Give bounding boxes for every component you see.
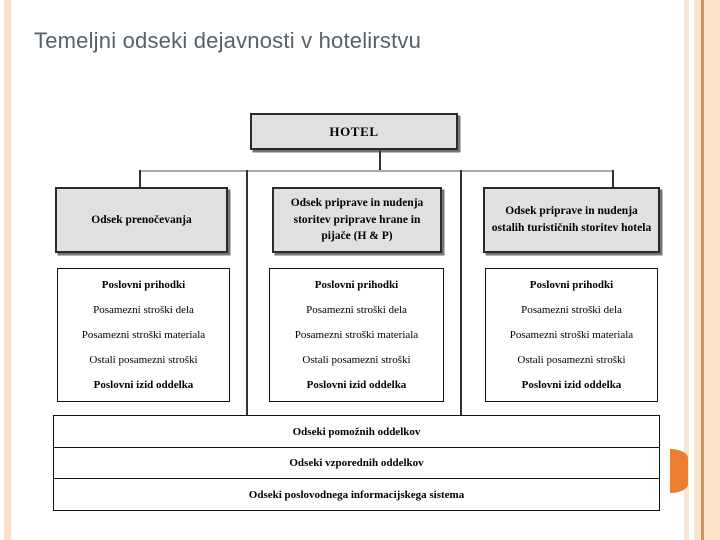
- list-item: Poslovni izid oddelka: [306, 378, 407, 391]
- list-item: Poslovni prihodki: [529, 279, 614, 292]
- connector-hotel-stem: [379, 150, 381, 171]
- shared-row-pomozni: Odseki pomožnih oddelkov: [53, 415, 660, 448]
- dept-items-list-2: Poslovni prihodki Posamezni stroški dela…: [269, 268, 444, 402]
- list-item: Posamezni stroški dela: [306, 304, 407, 317]
- list-item: Ostali posamezni stroški: [302, 353, 411, 366]
- dept-box-turisticne-storitve: Odsek priprave in nudenja ostalih turist…: [483, 187, 660, 253]
- list-item: Poslovni prihodki: [101, 279, 186, 292]
- list-item: Poslovni izid oddelka: [93, 378, 194, 391]
- list-item: Posamezni stroški materiala: [294, 328, 419, 341]
- hotel-root-box: HOTEL: [250, 113, 458, 150]
- list-item: Poslovni izid oddelka: [521, 378, 622, 391]
- dept-items-list-3: Poslovni prihodki Posamezni stroški dela…: [485, 268, 658, 402]
- page-title: Temeljni odseki dejavnosti v hotelirstvu: [34, 28, 422, 53]
- list-item: Posamezni stroški dela: [521, 304, 622, 317]
- shared-row-informacijski: Odseki poslovodnega informacijskega sist…: [53, 478, 660, 511]
- shared-row-vzporedni: Odseki vzporednih oddelkov: [53, 446, 660, 480]
- list-item: Posamezni stroški materiala: [81, 328, 206, 341]
- list-item: Posamezni stroški dela: [93, 304, 194, 317]
- dept-box-hrana-pijaca: Odsek priprave in nudenja storitev pripr…: [272, 187, 442, 253]
- connector-horizontal: [139, 170, 614, 172]
- orange-semicircle-decoration: [670, 449, 688, 493]
- connector-vertical-divider-right: [460, 170, 462, 416]
- list-item: Ostali posamezni stroški: [89, 353, 198, 366]
- shared-departments-stack: Odseki pomožnih oddelkov Odseki vzporedn…: [53, 415, 660, 511]
- right-inner-stripe: [684, 0, 689, 540]
- right-border-accent-line: [701, 0, 704, 540]
- dept-items-list-1: Poslovni prihodki Posamezni stroški dela…: [57, 268, 230, 402]
- connector-vertical-divider-left: [246, 170, 248, 416]
- connector-drop-left: [139, 170, 141, 188]
- right-border-band: [694, 0, 720, 540]
- left-border-stripe: [4, 0, 11, 540]
- list-item: Poslovni prihodki: [314, 279, 399, 292]
- dept-box-prenocevanja: Odsek prenočevanja: [55, 187, 228, 253]
- list-item: Posamezni stroški materiala: [509, 328, 634, 341]
- list-item: Ostali posamezni stroški: [517, 353, 626, 366]
- connector-drop-right: [612, 170, 614, 188]
